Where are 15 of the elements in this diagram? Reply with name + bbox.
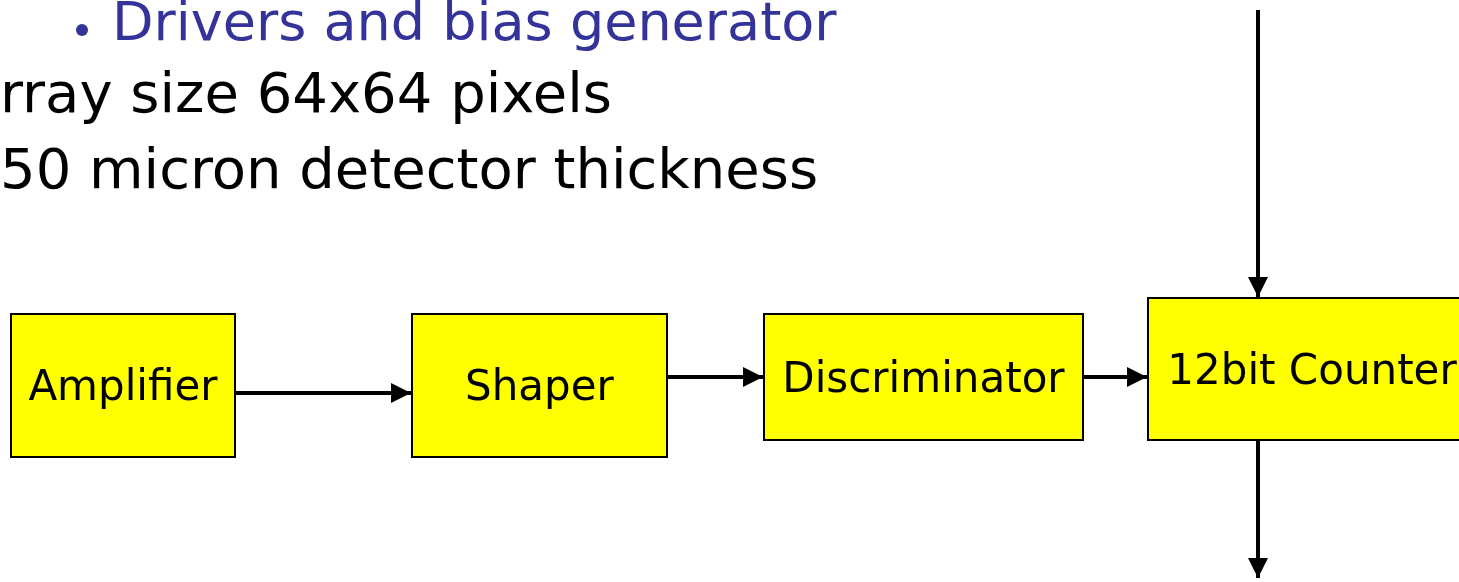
box-label: 12bit Counter [1167,344,1457,394]
arrow [1248,441,1268,578]
process-box [1147,297,1459,441]
process-box [10,313,236,458]
arrow [1084,367,1147,387]
process-box [411,313,668,458]
arrow [236,383,411,403]
box-label: Shaper [465,361,614,410]
box-label: Amplifier [28,361,218,410]
arrow [668,367,763,387]
slide-text: 50 micron detector thickness [0,138,819,200]
arrow [1248,10,1268,297]
slide-text: rray size 64x64 pixels [0,62,612,124]
box-label: Discriminator [782,352,1065,402]
process-box [763,313,1084,441]
